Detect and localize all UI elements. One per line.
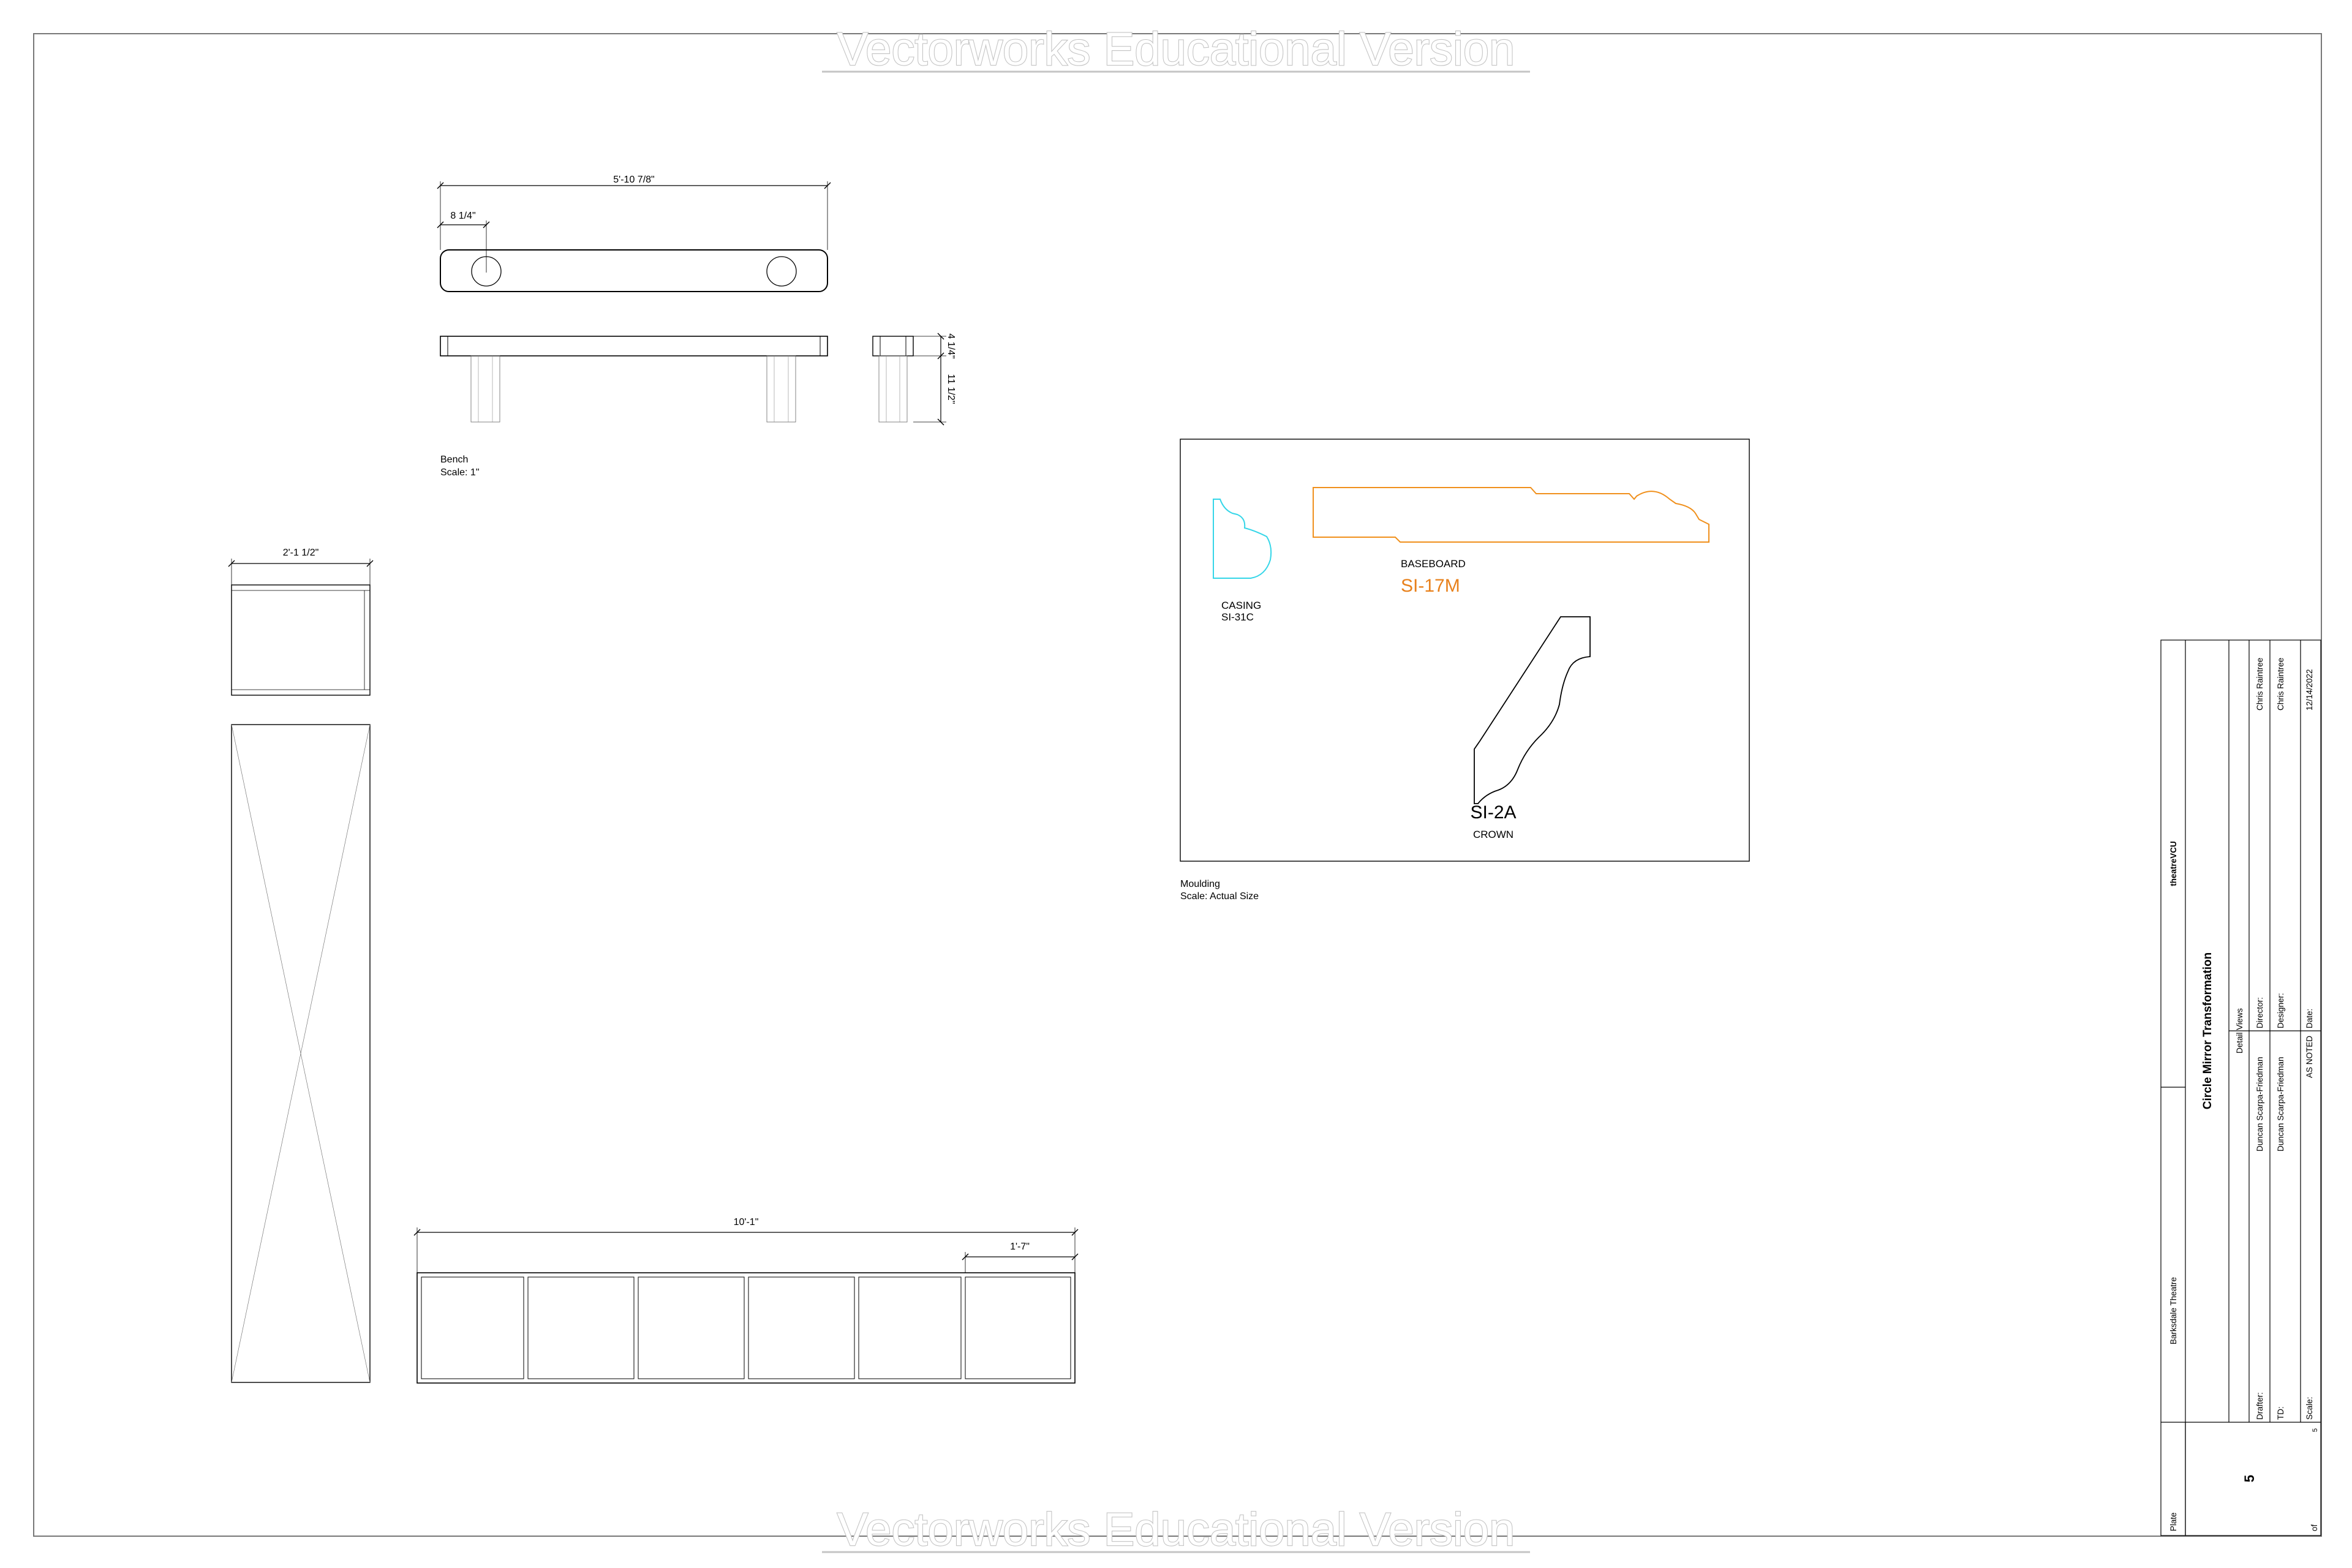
shelf-bay-3: [638, 1276, 745, 1379]
shelf-bay-2: [527, 1276, 635, 1379]
title-block-company: theatreVCU: [2169, 841, 2178, 886]
td-value: Duncan Scarpa-Friedman: [2276, 1057, 2285, 1152]
bench-leg-right: [766, 355, 796, 423]
baseboard-profile: [1313, 487, 1709, 543]
date-value: 12/14/2022: [2305, 669, 2314, 710]
moulding-frame: [1180, 439, 1750, 862]
crown-code: SI-2A: [1470, 802, 1516, 823]
cabinet-top-view: [231, 584, 371, 696]
casing-code: SI-31C: [1221, 611, 1254, 623]
watermark-bottom: Vectorworks Educational Version: [837, 1504, 1515, 1556]
scale-value: AS NOTED: [2305, 1036, 2314, 1078]
bench-length-dimension: 5'-10 7/8": [613, 175, 654, 185]
drafter-value: Duncan Scarpa-Friedman: [2255, 1057, 2264, 1152]
sheet-border: [33, 33, 2322, 1537]
shelf-bay-5: [858, 1276, 962, 1379]
bench-title: Bench: [440, 454, 468, 465]
cabinet-width-dimension: 2'-1 1/2": [283, 548, 319, 558]
title-block: [2160, 639, 2321, 1536]
plate-label: Plate: [2169, 1512, 2178, 1531]
casing-profile: [1213, 499, 1272, 579]
shelf-bay-6: [965, 1276, 1071, 1379]
plate-of-label: of: [2310, 1524, 2319, 1531]
crown-label: CROWN: [1473, 829, 1513, 840]
cabinet-detail: [228, 559, 374, 1383]
date-label: Date:: [2305, 1009, 2314, 1028]
casing-label: CASING: [1221, 600, 1261, 611]
td-label: TD:: [2276, 1406, 2285, 1420]
cabinet-front-view: [231, 724, 371, 1383]
bench-leg-hole-left: [471, 256, 502, 287]
title-block-production: Circle Mirror Transformation: [2201, 952, 2214, 1110]
designer-value: Chris Raintree: [2276, 658, 2285, 710]
baseboard-code: SI-17M: [1401, 576, 1460, 596]
bench-leg-height-dimension: 11 1/2": [946, 374, 956, 404]
shelf-bay-1: [421, 1276, 524, 1379]
bench-leg-offset-dimension: 8 1/4": [450, 211, 475, 221]
moulding-scale: Scale: Actual Size: [1180, 891, 1259, 902]
watermark-top: Vectorworks Educational Version: [837, 23, 1515, 75]
bench-elevation-top: [440, 336, 828, 356]
director-value: Chris Raintree: [2255, 658, 2264, 710]
drafter-label: Drafter:: [2255, 1392, 2264, 1420]
bench-plan-top: [440, 249, 828, 292]
moulding-title: Moulding: [1180, 879, 1220, 889]
bench-side-leg: [878, 355, 908, 423]
bench-top-thickness-dimension: 4 1/4": [946, 333, 956, 358]
shelf-unit-detail: [413, 1227, 1079, 1384]
scale-label: Scale:: [2305, 1396, 2314, 1420]
crown-profile: [1474, 616, 1591, 804]
shelf-unit-frame: [417, 1272, 1076, 1384]
director-label: Director:: [2255, 997, 2264, 1028]
designer-label: Designer:: [2276, 993, 2285, 1028]
plate-number: 5: [2242, 1475, 2257, 1482]
title-block-venue: Barksdale Theatre: [2169, 1277, 2178, 1344]
shelf-bay-4: [748, 1276, 855, 1379]
plate-total: 5: [2312, 1428, 2319, 1432]
shelf-bay-dimension: 1'-7": [1010, 1242, 1030, 1252]
bench-scale: Scale: 1": [440, 467, 480, 478]
baseboard-label: BASEBOARD: [1401, 558, 1466, 570]
shelf-total-dimension: 10'-1": [734, 1217, 759, 1227]
title-block-sheet-title: Detail Views: [2235, 1008, 2244, 1054]
bench-detail: [437, 181, 946, 426]
bench-leg-hole-right: [766, 256, 797, 287]
bench-leg-left: [470, 355, 500, 423]
bench-side-top: [872, 336, 914, 356]
